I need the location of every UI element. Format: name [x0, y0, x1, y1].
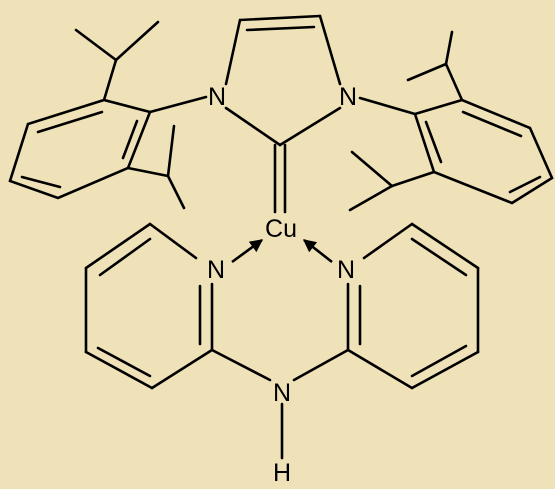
- left-iso-bottom-me2: [166, 174, 186, 210]
- dative-arrow-right: [302, 238, 333, 264]
- left-iso-bottom-stem: [126, 166, 170, 178]
- rpy-c2-c3: [346, 348, 414, 390]
- nhc-ring: [224, 14, 342, 147]
- left-iso-top-stem: [102, 58, 118, 102]
- lpy-c3-c4: [84, 350, 154, 390]
- amine-bridge: [210, 348, 350, 460]
- left-ring-double-1: [36, 110, 104, 134]
- left-ring-double-3: [121, 119, 139, 160]
- bond-n3-c2: [278, 106, 342, 147]
- rpy-double-3: [410, 237, 468, 277]
- left-pyridine: [84, 222, 214, 390]
- label-cu: Cu: [265, 215, 297, 243]
- right-pyridine: [346, 222, 480, 390]
- bond-n1-c2: [224, 106, 282, 147]
- label-n3: N: [339, 83, 357, 111]
- bond-rpy-nh: [292, 348, 350, 382]
- bond-c5-n3: [318, 14, 342, 86]
- right-iso-bottom-me1: [350, 150, 394, 188]
- label-pyridine-n-right: N: [337, 256, 355, 284]
- atom-labels: N N Cu N N N H: [207, 83, 357, 487]
- lpy-c2-c3: [150, 348, 214, 390]
- rpy-double-2: [410, 344, 468, 378]
- label-amine-h: H: [273, 459, 291, 484]
- bond-n3-aryl: [358, 96, 417, 116]
- left-iso-top-me2: [114, 20, 160, 62]
- lpy-double-3: [98, 237, 152, 277]
- right-iso-top-me1: [444, 30, 454, 66]
- left-benzene-ring: [8, 98, 152, 200]
- bond-n1-c4: [224, 18, 242, 86]
- dative-bonds: [231, 238, 333, 264]
- rpy-c3-c4: [410, 350, 480, 390]
- right-ring-double-1: [461, 110, 523, 138]
- right-iso-top-me2: [406, 62, 448, 82]
- right-ring-double-3: [424, 120, 443, 164]
- left-ring-double-2: [20, 175, 62, 189]
- dative-arrow-left: [231, 238, 264, 264]
- lpy-double-2: [96, 346, 152, 378]
- rpy-c5-c6: [410, 222, 480, 270]
- label-pyridine-n-left: N: [207, 256, 225, 284]
- left-iso-top-me1: [74, 28, 118, 62]
- label-amine-n: N: [273, 379, 291, 407]
- bond-lpy-nh: [210, 348, 272, 382]
- lpy-c6-n: [148, 222, 198, 260]
- lpy-c5-c6: [84, 222, 152, 270]
- right-iso-bottom-stem: [390, 170, 436, 188]
- right-aryl-group: [348, 30, 554, 212]
- label-n1: N: [208, 83, 226, 111]
- right-benzene-ring: [413, 98, 554, 205]
- right-ring-double-2: [508, 175, 542, 194]
- rpy-c6-n: [362, 222, 414, 260]
- bond-c4-c5: [238, 14, 322, 22]
- bond-n1-aryl: [148, 95, 208, 114]
- left-iso-bottom-me1: [166, 124, 176, 178]
- left-aryl-group: [8, 20, 208, 210]
- bond-c4-c5-inner: [245, 25, 316, 32]
- right-iso-top-stem: [444, 62, 464, 102]
- carbene-copper-bond: [273, 143, 287, 214]
- right-iso-bottom-me2: [348, 184, 394, 212]
